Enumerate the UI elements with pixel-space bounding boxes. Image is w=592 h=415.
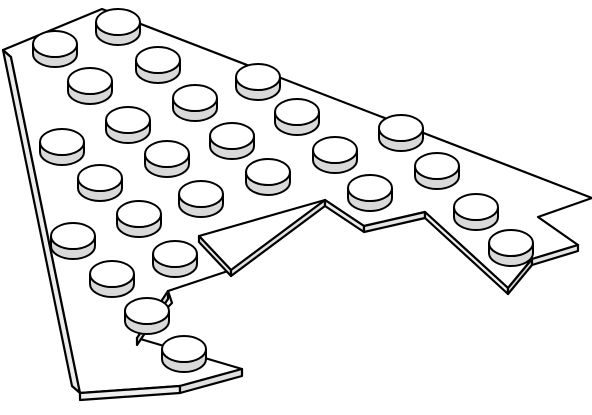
stud <box>144 140 190 178</box>
stud-top <box>152 240 198 268</box>
stud <box>32 30 78 68</box>
stud-highlight <box>48 135 64 143</box>
stud-top <box>161 335 207 363</box>
stud-highlight <box>86 171 102 179</box>
stud-highlight <box>133 304 149 312</box>
stud-highlight <box>59 229 75 237</box>
stud-highlight <box>497 236 513 244</box>
stud-top <box>209 122 255 150</box>
stud-highlight <box>321 143 337 151</box>
stud-highlight <box>181 91 197 99</box>
stud-top <box>178 180 224 208</box>
plate-studs <box>32 8 534 373</box>
stud-top <box>67 67 113 95</box>
stud <box>172 84 218 122</box>
stud-top <box>77 164 123 192</box>
stud-highlight <box>76 74 92 82</box>
stud-highlight <box>244 70 260 78</box>
stud-top <box>274 98 320 126</box>
stud-top <box>116 200 162 228</box>
stud-top <box>347 174 393 202</box>
stud-highlight <box>254 165 270 173</box>
stud <box>152 240 198 278</box>
stud <box>235 63 281 101</box>
stud <box>347 174 393 212</box>
stud-highlight <box>462 200 478 208</box>
plate-front-side-10 <box>530 243 580 267</box>
stud-highlight <box>161 247 177 255</box>
stud-top <box>245 158 291 186</box>
stud <box>209 122 255 160</box>
stud-top <box>172 84 218 112</box>
stud <box>124 297 170 335</box>
stud <box>488 229 534 267</box>
stud <box>161 335 207 373</box>
stud-highlight <box>153 147 169 155</box>
stud <box>67 67 113 105</box>
stud <box>178 180 224 218</box>
stud <box>274 98 320 136</box>
stud <box>135 46 181 84</box>
stud-top <box>414 152 460 180</box>
stud <box>116 200 162 238</box>
stud-top <box>312 136 358 164</box>
stud <box>245 158 291 196</box>
stud <box>414 152 460 190</box>
stud-highlight <box>144 53 160 61</box>
stud-highlight <box>98 267 114 275</box>
stud <box>50 222 96 260</box>
stud-highlight <box>170 342 186 350</box>
stud <box>95 8 141 46</box>
stud <box>105 106 151 144</box>
stud-top <box>144 140 190 168</box>
stud <box>312 136 358 174</box>
stud-highlight <box>423 159 439 167</box>
stud-highlight <box>114 113 130 121</box>
stud-top <box>235 63 281 91</box>
stud-highlight <box>125 207 141 215</box>
stud-highlight <box>387 121 403 129</box>
stud <box>453 193 499 231</box>
stud-top <box>453 193 499 221</box>
stud-highlight <box>218 129 234 137</box>
stud-highlight <box>356 181 372 189</box>
stud-highlight <box>41 37 57 45</box>
stud <box>378 114 424 152</box>
stud-top <box>378 114 424 142</box>
stud-top <box>488 229 534 257</box>
stud <box>89 260 135 298</box>
stud-highlight <box>187 187 203 195</box>
stud-top <box>135 46 181 74</box>
plate-front-side-2 <box>178 367 244 395</box>
stud-top <box>89 260 135 288</box>
stud <box>39 128 85 166</box>
stud-top <box>39 128 85 156</box>
stud-top <box>50 222 96 250</box>
stud-top <box>105 106 151 134</box>
stud-highlight <box>104 15 120 23</box>
stud-highlight <box>283 105 299 113</box>
stud <box>77 164 123 202</box>
stud-top <box>124 297 170 325</box>
stud-top <box>95 8 141 36</box>
stud-top <box>32 30 78 58</box>
